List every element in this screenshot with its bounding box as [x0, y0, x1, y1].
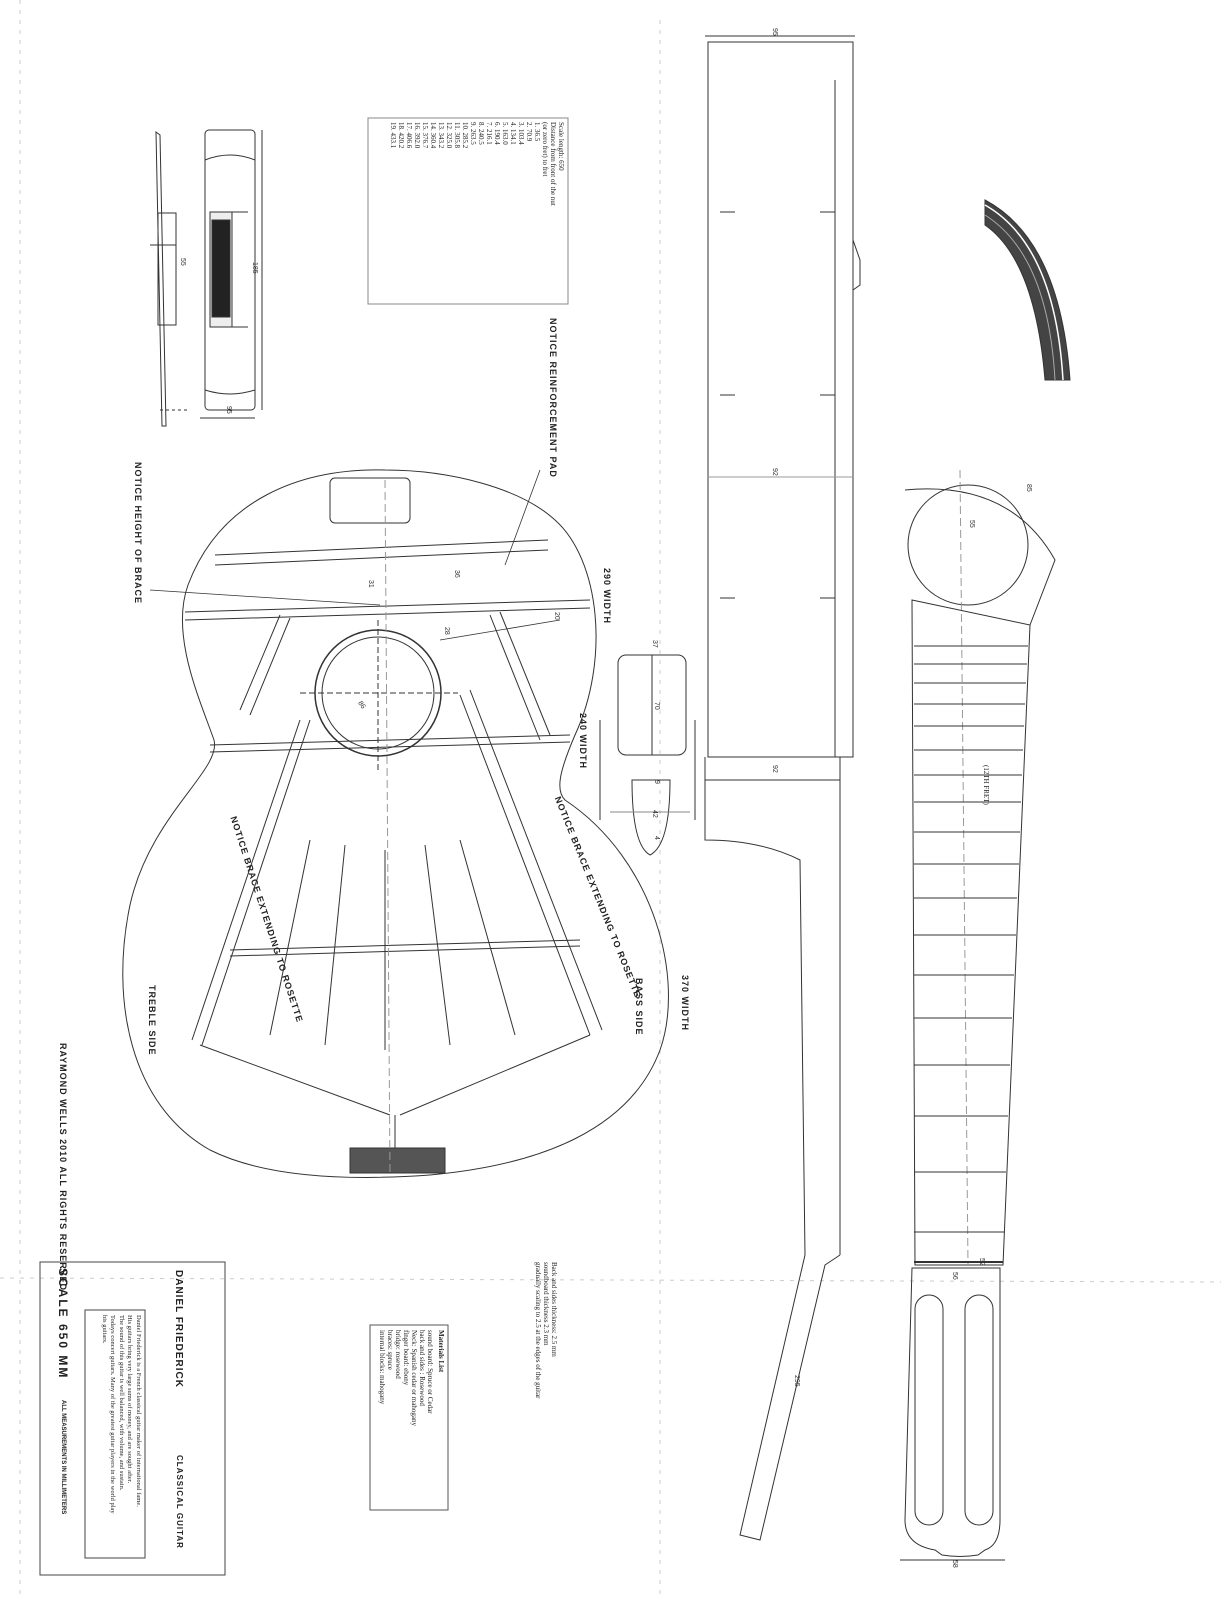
scale-row: 7. 216.1 [485, 122, 493, 145]
scale-row: 19. 433.1 [389, 122, 397, 149]
dim-body-top: 95 [771, 28, 778, 36]
scale-row: 1. 36.5 [533, 122, 541, 142]
bio-line: Daniel Friederick is a French classical … [135, 1315, 142, 1507]
dim-head-width-2: 58 [951, 1560, 958, 1568]
dim-brace-d: 31 [367, 580, 374, 588]
scale-row: 10. 285.2 [461, 122, 469, 149]
scale-line-3: (or zero fret) to fret [541, 122, 549, 177]
material-item: back and sides : Rosewood [418, 1330, 426, 1406]
scale-row: 8. 240.5 [477, 122, 485, 145]
scale-row: 3. 103.4 [517, 122, 525, 145]
notice-reinforcement-pad: NOTICE REINFORCEMENT PAD [548, 318, 558, 478]
dim-tie-block: 55 [179, 258, 186, 266]
dim-bridge-width: 95 [225, 406, 232, 414]
material-item: finger board: ebony [402, 1330, 410, 1386]
material-item: Neck: Spanish cedar or mahogany [410, 1330, 418, 1427]
bio-line: His guitars bring very large sums of mon… [126, 1315, 134, 1484]
dim-brace-c: 28 [443, 627, 450, 635]
guitar-body [122, 469, 669, 1178]
rosette-sample [984, 199, 1071, 381]
scale-row: 15. 376.7 [421, 122, 429, 149]
materials-list: Materials List sound board: Spruce or Ce… [378, 1330, 445, 1426]
material-item: bridge: rosewood [394, 1330, 402, 1379]
scale-table-text: Scale length: 650 Distance from front of… [389, 122, 565, 206]
thickness-note: Back and sides thickness: 2.5 mm soundbo… [534, 1262, 558, 1398]
dim-heel-c: 42 [651, 810, 658, 818]
scale-row: 11. 305.8 [453, 122, 461, 148]
scale-row: 16. 392.0 [413, 122, 421, 149]
materials-title: Materials List [437, 1330, 445, 1373]
bio-line: The sound of this guitar is well balance… [118, 1315, 125, 1491]
width-240-label: 240 WIDTH [578, 713, 588, 770]
treble-side-label: TREBLE SIDE [147, 985, 157, 1056]
width-290-label: 290 WIDTH [602, 568, 612, 625]
scale-row: 4. 134.1 [509, 122, 517, 145]
materials-box [369, 1324, 449, 1511]
dim-neck-bottom: 295 [793, 1375, 800, 1387]
scale-row: 6. 190.4 [493, 122, 501, 145]
copyright-notice: RAYMOND WELLS 2010 ALL RIGHTS RESERVED [58, 1043, 68, 1292]
dim-heel-d: 9 [653, 780, 660, 784]
material-item: internal blocks: mahogany [378, 1330, 386, 1405]
guitar-type: CLASSICAL GUITAR [175, 1455, 184, 1549]
dim-heel-a: 37 [651, 640, 658, 648]
title-block-frame [39, 1261, 226, 1576]
scale-row: 12. 325.0 [445, 122, 453, 149]
dim-bridge-length: 185 [251, 262, 258, 274]
notice-height-of-brace: NOTICE HEIGHT OF BRACE [133, 462, 143, 605]
scale-table-box [367, 117, 569, 305]
scale-row: 5. 163.0 [501, 122, 509, 145]
scale-row: 17. 406.6 [405, 122, 413, 149]
dim-fan: 85 [1025, 484, 1032, 492]
dim-rosette-diameter: 55 [968, 520, 975, 528]
material-item: braces: spruce [386, 1330, 394, 1370]
dim-side-neck: 92 [771, 765, 778, 773]
scale-line-1: Scale length: 650 [557, 122, 565, 171]
width-370-label: 370 WIDTH [680, 975, 690, 1032]
material-item: sound board: Spruce or Cedar [426, 1330, 434, 1414]
scale-row: 2. 70.9 [525, 122, 533, 142]
bass-side-label: BASS SIDE [634, 978, 644, 1036]
bio-line: his guitars. [101, 1315, 108, 1344]
dim-brace-a: 36 [453, 570, 460, 578]
scale-row: 9. 263.5 [469, 122, 477, 145]
scale-row: 18. 420.2 [397, 122, 405, 149]
scale-row: 13. 343.2 [437, 122, 445, 149]
bio-line: Todays concert guitars. Many of the grea… [109, 1315, 117, 1514]
thickness-line-2: soundboard thickness 2.3 mm [542, 1262, 550, 1346]
side-profile [704, 35, 861, 1541]
dim-heel-b: 70 [653, 702, 660, 710]
bridge-drawing [150, 129, 263, 427]
thickness-line-1: Back and sides thickness: 2.5 mm [550, 1262, 558, 1357]
twelfth-fret-label: (12TH FRET) [982, 765, 990, 805]
dim-brace-b: 20 [553, 612, 560, 620]
heel-detail [599, 654, 696, 856]
thickness-line-3: gradually scaling to 2.5 at the edges of… [534, 1262, 542, 1399]
dim-heel-e: 4 [653, 836, 660, 840]
maker-bio: Daniel Friederick is a French classical … [100, 1315, 142, 1514]
scale-row: 14. 360.4 [429, 122, 437, 149]
neck-plan [900, 469, 1056, 1561]
dim-side-mid: 92 [771, 468, 778, 476]
scale-label: SCALE 650 MM [56, 1268, 70, 1380]
dim-head-width: 56 [951, 1272, 958, 1280]
units-note: ALL MEASUREMENTS IN MILLIMETERS [60, 1400, 66, 1515]
scale-line-2: Distance from front of the nut [549, 122, 557, 206]
dim-nut: 52 [978, 1258, 985, 1266]
maker-name: DANIEL FRIEDERICK [173, 1270, 184, 1388]
